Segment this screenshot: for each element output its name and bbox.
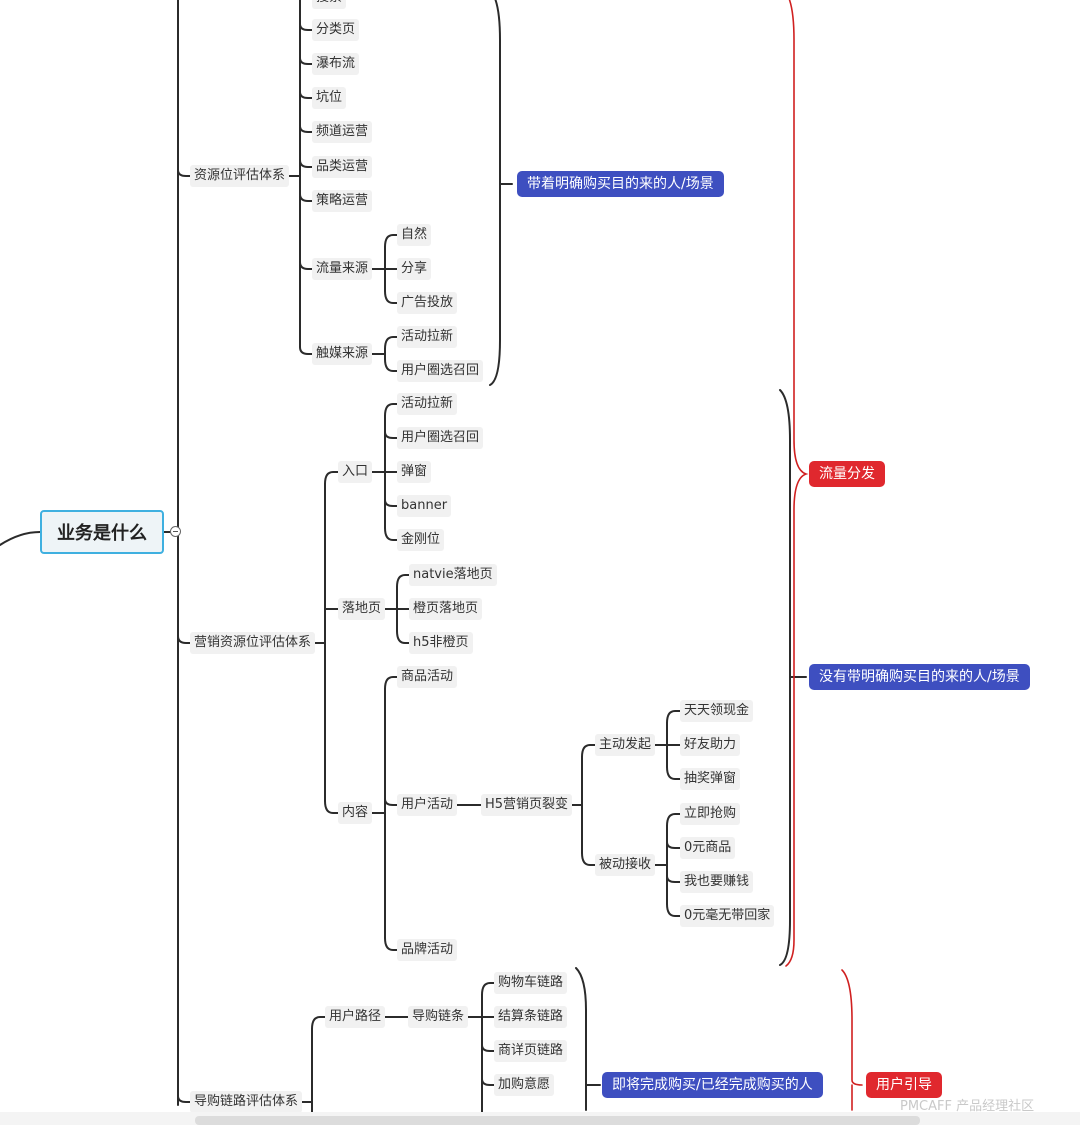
node-traffic-ads[interactable]: 广告投放	[397, 292, 458, 314]
node-marketing-eval[interactable]: 营销资源位评估体系	[190, 632, 316, 654]
node-guide-chain[interactable]: 导购链条	[408, 1006, 469, 1028]
node-waterfall[interactable]: 瀑布流	[312, 53, 360, 75]
node-landing[interactable]: 落地页	[338, 598, 386, 620]
node-content[interactable]: 内容	[338, 802, 373, 824]
node-entry-popup[interactable]: 弹窗	[397, 461, 432, 483]
node-content-user[interactable]: 用户活动	[397, 794, 458, 816]
node-entry-recall[interactable]: 用户圈选召回	[397, 427, 484, 449]
tag-about-to-buy[interactable]: 即将完成购买/已经完成购买的人	[602, 1072, 823, 1098]
node-active[interactable]: 主动发起	[595, 734, 656, 756]
node-strategy-ops[interactable]: 策略运营	[312, 190, 373, 212]
node-category-page[interactable]: 分类页	[312, 19, 360, 41]
node-touch-new[interactable]: 活动拉新	[397, 326, 458, 348]
horizontal-scrollbar[interactable]	[195, 1116, 920, 1125]
node-passive-free[interactable]: 0元毫无带回家	[680, 905, 775, 927]
node-add-intent[interactable]: 加购意愿	[494, 1074, 555, 1096]
node-touch-source[interactable]: 触媒来源	[312, 343, 373, 365]
node-traffic-natural[interactable]: 自然	[397, 224, 432, 246]
node-search[interactable]: 搜索	[312, 0, 347, 9]
node-entry-kingkong[interactable]: 金刚位	[397, 529, 445, 551]
node-traffic-share[interactable]: 分享	[397, 258, 432, 280]
node-category-ops[interactable]: 品类运营	[312, 156, 373, 178]
node-user-path[interactable]: 用户路径	[325, 1006, 386, 1028]
node-landing-native[interactable]: natvie落地页	[409, 564, 497, 586]
node-traffic-source[interactable]: 流量来源	[312, 258, 373, 280]
node-channel-ops[interactable]: 频道运营	[312, 121, 373, 143]
node-guide-eval[interactable]: 导购链路评估体系	[190, 1091, 303, 1113]
watermark: PMCAFF 产品经理社区	[900, 1099, 1035, 1114]
node-entry-new[interactable]: 活动拉新	[397, 393, 458, 415]
node-active-help[interactable]: 好友助力	[680, 734, 741, 756]
node-touch-recall[interactable]: 用户圈选召回	[397, 360, 484, 382]
tag-traffic-distribution[interactable]: 流量分发	[809, 461, 885, 487]
node-entry[interactable]: 入口	[338, 461, 373, 483]
root-node[interactable]: 业务是什么	[40, 510, 164, 554]
node-cart-chain[interactable]: 购物车链路	[494, 972, 568, 994]
node-landing-h5[interactable]: h5非橙页	[409, 632, 473, 654]
node-content-goods[interactable]: 商品活动	[397, 666, 458, 688]
tag-purposeful[interactable]: 带着明确购买目的来的人/场景	[517, 171, 724, 197]
node-active-cash[interactable]: 天天领现金	[680, 700, 754, 722]
node-h5-fission[interactable]: H5营销页裂变	[481, 794, 573, 816]
node-content-brand[interactable]: 品牌活动	[397, 939, 458, 961]
tag-user-guide[interactable]: 用户引导	[866, 1072, 942, 1098]
node-landing-orange[interactable]: 橙页落地页	[409, 598, 483, 620]
node-active-lottery[interactable]: 抽奖弹窗	[680, 768, 741, 790]
node-passive-zero[interactable]: 0元商品	[680, 837, 736, 859]
node-passive-grab[interactable]: 立即抢购	[680, 803, 741, 825]
node-passive[interactable]: 被动接收	[595, 854, 656, 876]
node-passive-earn[interactable]: 我也要赚钱	[680, 871, 754, 893]
tag-no-purpose[interactable]: 没有带明确购买目的来的人/场景	[809, 664, 1030, 690]
node-slot[interactable]: 坑位	[312, 87, 347, 109]
node-detail-chain[interactable]: 商详页链路	[494, 1040, 568, 1062]
node-checkout-chain[interactable]: 结算条链路	[494, 1006, 568, 1028]
node-resource-eval[interactable]: 资源位评估体系	[190, 165, 290, 187]
node-entry-banner[interactable]: banner	[397, 495, 452, 517]
collapse-toggle-icon[interactable]	[170, 526, 181, 537]
